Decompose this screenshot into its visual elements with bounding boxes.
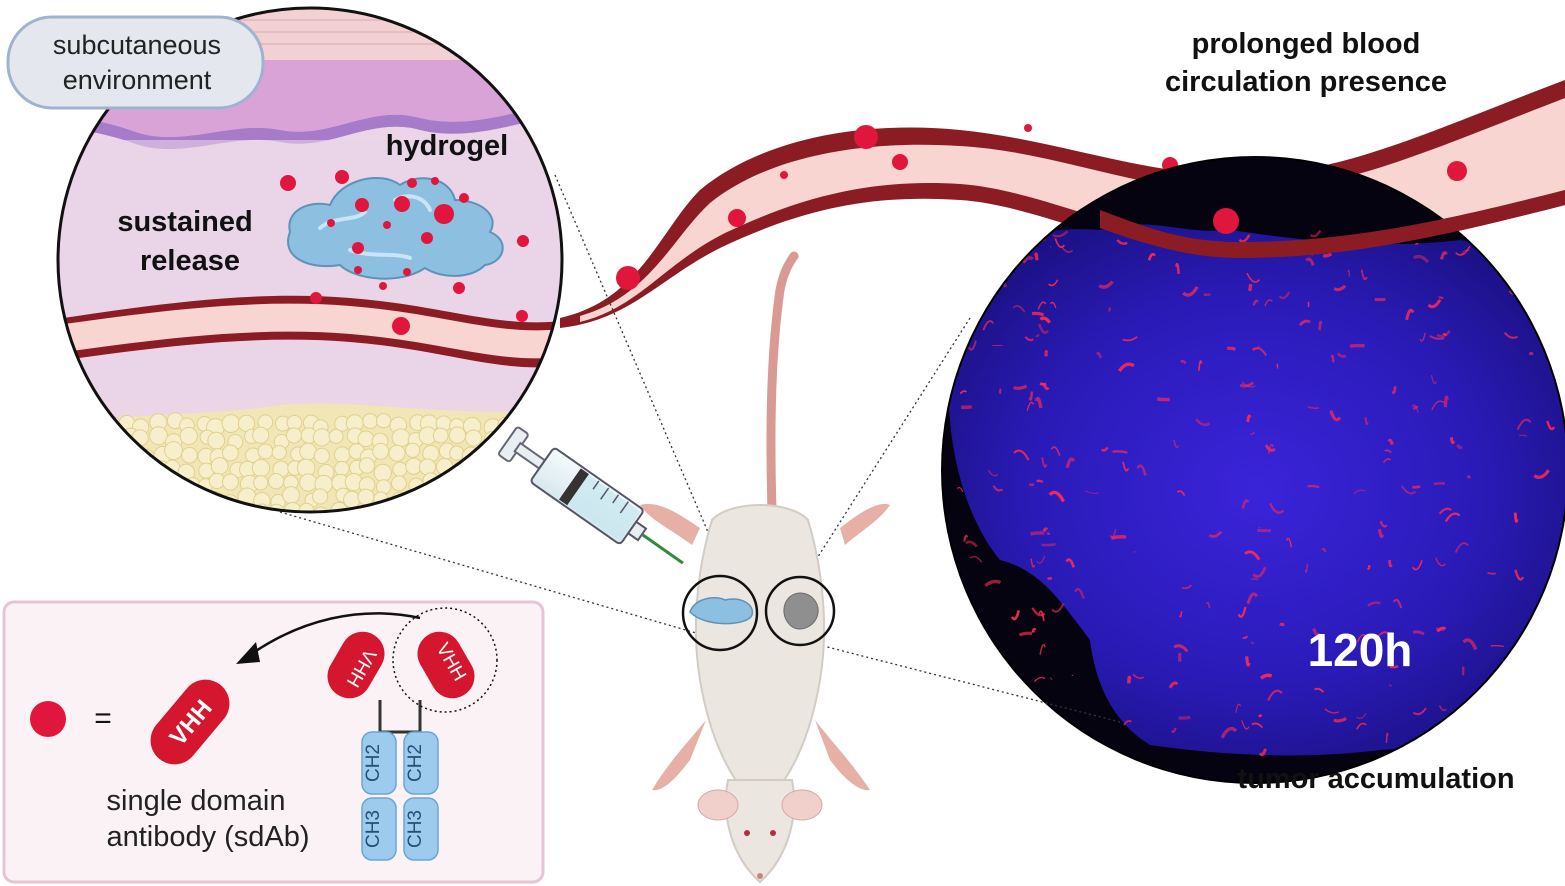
sustained-label-line1: sustained: [117, 206, 252, 238]
svg-text:CH2: CH2: [405, 744, 426, 782]
extraction-arrow: [249, 612, 421, 657]
subcutaneous-zoom: hydrogel sustained release: [56, 6, 564, 514]
prolonged-label-line2: circulation presence: [1165, 66, 1447, 98]
injection-site-circle: [681, 574, 759, 652]
zoom-connectors: [279, 174, 1121, 723]
sdab-label-line2: antibody (sdAb): [106, 821, 309, 853]
tumor-accumulation-label: tumor accumulation: [1237, 763, 1514, 795]
svg-text:CH3: CH3: [405, 810, 426, 848]
hydrogel-blob: [287, 176, 504, 280]
svg-text:CH3: CH3: [363, 810, 384, 848]
tumor-mass: [783, 592, 819, 630]
injected-hydrogel: [689, 597, 754, 625]
particle-symbol: [30, 701, 66, 737]
syringe: [498, 426, 684, 565]
tumor-site-circle: [764, 575, 836, 647]
sdab-legend-panel: = VHH single domain antibody (sdAb) VHH …: [2, 600, 545, 884]
sustained-label-line2: release: [140, 245, 240, 277]
vessel-lumen: [580, 98, 1565, 322]
subcutaneous-label-line1: subcutaneous: [53, 30, 221, 60]
mouse-tail: [766, 251, 799, 515]
vessel-overlay: [1100, 190, 1565, 258]
sdab-label-line1: single domain: [107, 785, 286, 817]
svg-text:CH2: CH2: [363, 744, 384, 782]
subcutaneous-label-line2: environment: [63, 65, 212, 95]
timepoint-label: 120h: [1308, 624, 1413, 676]
tumor-fluorescence-image: 120h: [941, 156, 1565, 784]
mouse: [640, 251, 890, 884]
hydrogel-label: hydrogel: [386, 130, 508, 162]
blood-vessel: [560, 80, 1565, 328]
zoom-circle-border: [56, 6, 564, 514]
released-particles: [280, 170, 529, 335]
subcutaneous-environment-badge: subcutaneous environment: [6, 15, 265, 110]
prolonged-label-line1: prolonged blood: [1192, 28, 1421, 60]
equals-sign: =: [94, 702, 112, 735]
